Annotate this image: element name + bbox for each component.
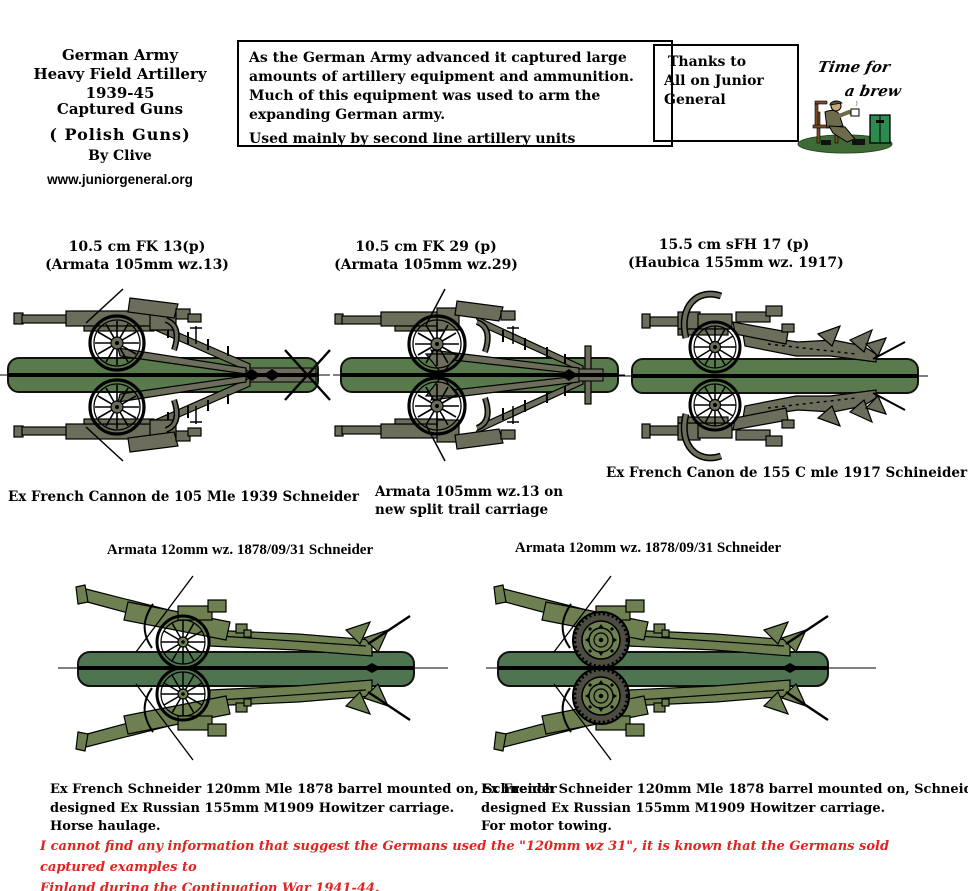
gun2-title-line1: 10.5 cm FK 29 (p) <box>355 239 497 255</box>
gun1-title-line2: (Armata 105mm wz.13) <box>45 257 229 273</box>
gun3-caption: Ex French Canon de 155 C mle 1917 Schine… <box>606 465 968 481</box>
gun4-caption-line2: designed Ex Russian 155mm M1909 Howitzer… <box>50 800 455 816</box>
gun4-title: Armata 12omm wz. 1878/09/31 Schneider <box>106 542 374 558</box>
gun3-title: 15.5 cm sFH 17 (p) (Haubica 155mm wz. 19… <box>628 236 844 272</box>
gun2-title: 10.5 cm FK 29 (p) (Armata 105mm wz.29) <box>320 238 532 274</box>
gun1-title: 10.5 cm FK 13(p) (Armata 105mm wz.13) <box>22 238 252 274</box>
intro-text-box: As the German Army advanced it captured … <box>237 40 673 147</box>
website-link: www.juniorgeneral.org <box>47 172 193 187</box>
gun5-caption-line1: Ex French Schneider 120mm Mle 1878 barre… <box>481 782 968 797</box>
gun5-caption-line3: For motor towing. <box>481 819 612 834</box>
footnote: I cannot find any information that sugge… <box>40 836 940 891</box>
gun4-caption-line1: Ex French Schneider 120mm Mle 1878 barre… <box>50 782 557 797</box>
gun5-caption-line2: designed Ex Russian 155mm M1909 Howitzer… <box>481 800 886 816</box>
gun3-title-line1: 15.5 cm sFH 17 (p) <box>658 237 810 253</box>
gun3-title-line2: (Haubica 155mm wz. 1917) <box>628 255 844 271</box>
thanks-box: Thanks to All on Junior General <box>653 44 799 142</box>
gun4-illustration <box>58 575 448 762</box>
title-line: Captured Guns <box>56 100 184 118</box>
gun1-title-line1: 10.5 cm FK 13(p) <box>68 239 206 255</box>
soldier-drinking-tea-icon <box>797 100 893 154</box>
gun3-illustration <box>618 290 928 460</box>
thanks-line: General <box>664 92 726 108</box>
footnote-line1: I cannot find any information that sugge… <box>40 839 890 875</box>
gun4-caption: Ex French Schneider 120mm Mle 1878 barre… <box>50 781 557 837</box>
title-line: ( Polish Guns) <box>49 125 191 144</box>
thanks-line: Thanks to <box>668 54 747 70</box>
intro-paragraph-2: Used mainly by second line artillery uni… <box>249 131 576 147</box>
gun1-illustration <box>0 288 331 460</box>
page-title: German Army Heavy Field Artillery 1939-4… <box>6 0 234 200</box>
gun2-caption: Armata 105mm wz.13 on new split trail ca… <box>375 483 563 519</box>
title-line: By Clive <box>88 148 152 164</box>
gun2-caption-line2: new split trail carriage <box>375 502 549 518</box>
title-line: German Army <box>61 46 179 64</box>
gun5-illustration <box>486 575 876 762</box>
thanks-line: All on Junior <box>664 73 764 89</box>
gun4-caption-line3: Horse haulage. <box>50 819 161 834</box>
gun2-caption-line1: Armata 105mm wz.13 on <box>375 484 564 500</box>
footnote-line2: Finland during the Continuation War 1941… <box>40 881 380 891</box>
gun5-title: Armata 12omm wz. 1878/09/31 Schneider <box>514 540 782 556</box>
gun2-title-line2: (Armata 105mm wz.29) <box>334 257 518 273</box>
intro-paragraph-1: As the German Army advanced it captured … <box>249 50 634 123</box>
brew-caption-line-1: Time for <box>816 58 892 76</box>
gun2-illustration <box>333 288 625 460</box>
gun1-caption: Ex French Cannon de 105 Mle 1939 Schneid… <box>8 489 359 505</box>
gun5-caption: Ex French Schneider 120mm Mle 1878 barre… <box>481 781 968 837</box>
title-line: Heavy Field Artillery <box>33 65 207 83</box>
title-line: 1939-45 <box>85 84 155 102</box>
